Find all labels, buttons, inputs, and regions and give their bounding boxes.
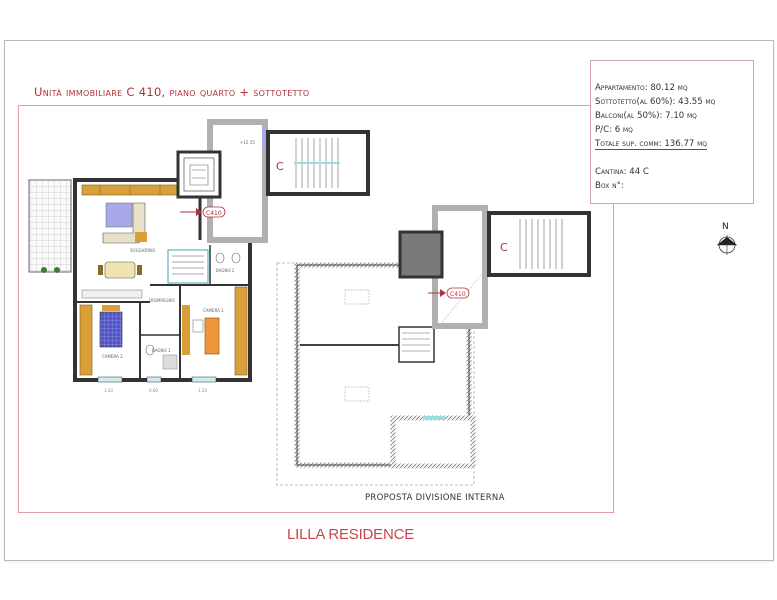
- info-total: Totale sup. comm: 136.77 mq: [595, 139, 708, 150]
- attic-caption: PROPOSTA DIVISIONE INTERNA: [365, 493, 505, 503]
- attic-stairwell: [487, 211, 591, 277]
- unit-tag: C410: [206, 210, 222, 217]
- plan-frame: [18, 105, 614, 513]
- info-apartment: Appartamento: 80.12 mq: [595, 83, 688, 93]
- document-title: Unità immobiliare C 410, piano quarto + …: [34, 85, 310, 99]
- info-attic: Sottotetto(al 60%): 43.55 mq: [595, 97, 716, 107]
- brand-name: LILLA RESIDENCE: [287, 526, 415, 543]
- room-label-living: SOGGIORNO: [130, 248, 155, 253]
- room-label-bedroom2: CAMERA 2: [102, 354, 123, 359]
- stair-label: C: [276, 160, 284, 173]
- svg-text:+12.55: +12.55: [240, 140, 255, 145]
- apartment-floor-plan: 1.20 0.60 1.20 C C410 +12.55 SOGGIORNO C…: [28, 119, 370, 393]
- svg-text:1.20: 1.20: [198, 388, 207, 393]
- room-label-bedroom1: CAMERA 1: [203, 308, 224, 313]
- single-bed: [99, 311, 123, 348]
- dining-table: [104, 261, 136, 279]
- north-label: N: [722, 222, 729, 232]
- info-cellar: Cantina: 44 C: [595, 167, 649, 177]
- svg-text:0.60: 0.60: [149, 388, 158, 393]
- area-summary-box: Appartamento: 80.12 mq Sottotetto(al 60%…: [590, 60, 754, 204]
- double-bed: [204, 317, 220, 355]
- attic-floor-plan: C C410: [276, 205, 591, 486]
- attic-elevator: [398, 230, 444, 279]
- room-label-closet: DISIMPEGNO: [149, 298, 175, 303]
- info-pc: P/C: 6 mq: [595, 125, 633, 135]
- north-arrow-icon: [717, 235, 737, 255]
- attic-stair-label: C: [500, 241, 508, 254]
- info-balconies: Balconi(al 50%): 7.10 mq: [595, 111, 697, 121]
- attic-unit-tag: C410: [450, 291, 466, 298]
- info-box: Box n°:: [595, 181, 624, 191]
- room-label-bath1: BAGNO 1: [152, 348, 171, 353]
- room-label-bath2: BAGNO 2: [216, 268, 235, 273]
- rug: [105, 202, 133, 228]
- balcony: [28, 179, 72, 273]
- svg-text:1.20: 1.20: [104, 388, 113, 393]
